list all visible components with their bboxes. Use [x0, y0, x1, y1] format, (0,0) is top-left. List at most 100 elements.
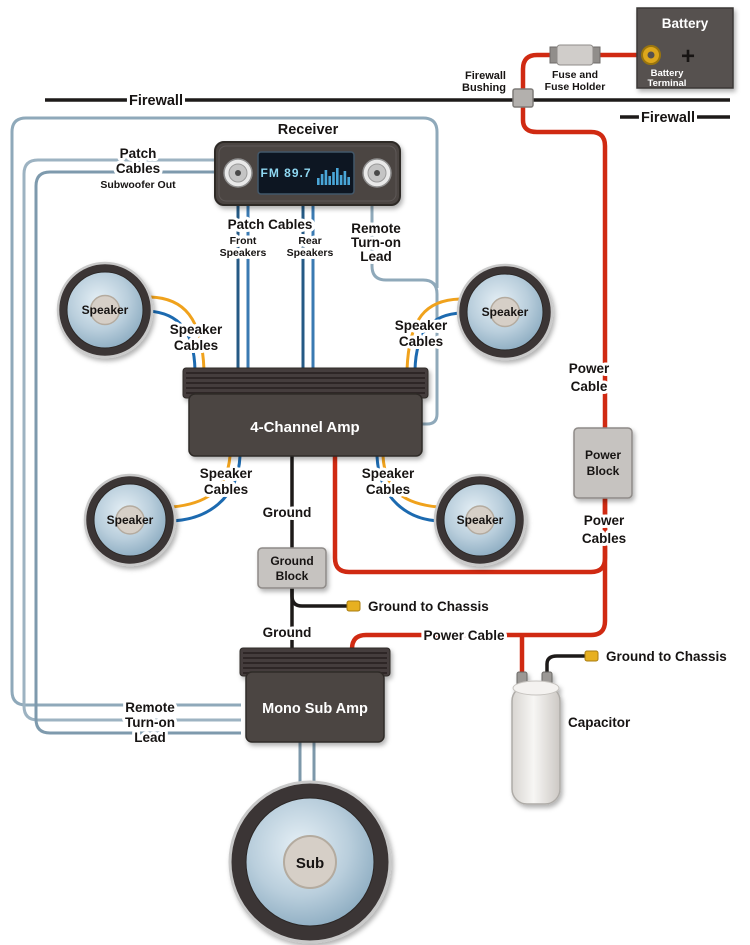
remote-top-label-3: Lead — [360, 249, 392, 264]
speaker-cap — [89, 294, 121, 326]
subwoofer-patch-wire-2 — [34, 170, 241, 735]
battery-terminal-label-1: Battery — [651, 68, 684, 79]
ground-to-chassis-right-label: Ground to Chassis — [606, 649, 727, 664]
receiver-display-text: FM 89.7 — [260, 166, 311, 180]
amp4-fin-lines — [186, 372, 425, 394]
ground-wire-to-chassis-mid — [290, 588, 347, 608]
speaker-cap — [465, 505, 495, 535]
fuse-holder — [549, 44, 601, 66]
capacitor-body — [511, 685, 561, 805]
amp-4channel — [182, 367, 429, 457]
speaker-wire-rl-negative — [169, 455, 242, 523]
ground-lower-label: Ground — [263, 625, 312, 640]
subwoofer-patch-wire-1 — [22, 158, 241, 722]
speaker-wire-fr-negative — [413, 311, 463, 371]
speaker-wire-rl-positive — [171, 455, 232, 509]
firewall-bushing-label-1: Firewall — [465, 70, 506, 82]
rear-speakers-label-1: Rear — [298, 235, 321, 247]
remote-lead-wire-trunk — [10, 116, 439, 707]
speaker-cables-fr-1: Speaker — [395, 318, 448, 333]
speaker-rl-label: Speaker — [107, 513, 154, 527]
power-cables-label-1: Power — [584, 513, 625, 528]
power-wire-to-mono-amp — [349, 498, 608, 652]
fuse-body — [556, 44, 594, 66]
speaker-cap — [489, 296, 521, 328]
remote-and-patch-cables — [10, 116, 439, 786]
firewall-bushing-label-2: Bushing — [462, 82, 506, 94]
ring-terminal-icon — [346, 600, 361, 612]
ground-block-label-2: Block — [276, 569, 309, 583]
speaker-cables-rr-1: Speaker — [362, 466, 415, 481]
ground-wire-to-chassis-right — [545, 654, 585, 676]
speaker-wire-fl-positive — [149, 295, 206, 371]
patch-subwoofer-label-2: Cables — [116, 161, 160, 176]
power-block — [573, 427, 633, 499]
remote-bottom-label-1: Remote — [125, 700, 175, 715]
spectrum-bars-icon — [317, 168, 350, 185]
power-cable-right-label-2: Cable — [571, 379, 608, 394]
fuse-label-2: Fuse Holder — [545, 81, 606, 93]
battery — [636, 7, 734, 89]
front-speakers-label-1: Front — [230, 235, 257, 247]
mono-sub-amp — [239, 647, 391, 743]
patch-cables-to-amp — [236, 205, 315, 370]
speaker-wire-fr-positive — [405, 297, 461, 371]
ground-block-label-1: Ground — [270, 554, 313, 568]
ground-to-chassis-mid-label: Ground to Chassis — [368, 599, 489, 614]
speaker-cap — [115, 505, 145, 535]
power-cables-label-2: Cables — [582, 531, 626, 546]
ground-wires — [290, 454, 585, 676]
speaker-cables-rl-1: Speaker — [200, 466, 253, 481]
speaker-rear-left — [83, 473, 177, 567]
remote-bottom-label-3: Lead — [134, 730, 166, 745]
firewall-label-right: Firewall — [641, 110, 695, 126]
patch-subwoofer-label-1: Patch — [120, 146, 157, 161]
mono-amp-label: Mono Sub Amp — [262, 701, 368, 717]
receiver — [214, 141, 401, 206]
sub-label: Sub — [296, 855, 324, 872]
firewall-lines — [45, 98, 730, 119]
speaker-cables-fl-1: Speaker — [170, 322, 223, 337]
speaker-fr-label: Speaker — [482, 305, 529, 319]
capacitor-top — [512, 680, 560, 696]
remote-bottom-label-2: Turn-on — [125, 715, 175, 730]
speaker-front-left — [56, 261, 154, 359]
remote-lead-wire-receiver — [370, 205, 439, 426]
receiver-knob-right-dot — [374, 170, 380, 176]
receiver-knob-left-dot — [235, 170, 241, 176]
front-speakers-label-2: Speakers — [220, 247, 267, 259]
speaker-cables-fr-2: Cables — [399, 334, 443, 349]
capacitor — [511, 671, 561, 805]
patch-subwoofer-label-3: Subwoofer Out — [100, 179, 176, 191]
battery-title: Battery — [662, 16, 709, 31]
sub-cap — [283, 835, 337, 889]
power-block-label-2: Block — [587, 464, 620, 478]
patch-cables-title: Patch Cables — [228, 217, 313, 232]
speaker-fl-label: Speaker — [82, 303, 129, 317]
ground-block — [257, 547, 327, 589]
rear-speakers-label-2: Speakers — [287, 247, 334, 259]
labels: Firewall Firewall Firewall Bushing Batte… — [82, 16, 730, 872]
speaker-cables-fl-2: Cables — [174, 338, 218, 353]
battery-terminal-hole — [647, 51, 655, 59]
speaker-wire-rr-negative — [375, 455, 441, 523]
firewall-bushing — [512, 88, 534, 108]
battery-plus-sign: + — [681, 43, 695, 70]
battery-terminal-label-2: Terminal — [648, 78, 687, 89]
ground-upper-label: Ground — [263, 505, 312, 520]
speaker-wire-fl-negative — [147, 309, 197, 371]
speaker-cables-rl-2: Cables — [204, 482, 248, 497]
firewall-label-left: Firewall — [129, 93, 183, 109]
mono-amp-body — [245, 671, 385, 743]
speaker-wires — [147, 295, 463, 523]
power-cables — [332, 52, 646, 676]
speaker-wire-rr-positive — [381, 455, 439, 509]
remote-top-label-1: Remote — [351, 221, 401, 236]
power-block-label-1: Power — [585, 448, 621, 462]
power-wire-to-bushing — [520, 52, 553, 90]
remote-top-label-2: Turn-on — [351, 235, 401, 250]
capacitor-label: Capacitor — [568, 715, 631, 730]
amp4-body — [188, 393, 423, 457]
